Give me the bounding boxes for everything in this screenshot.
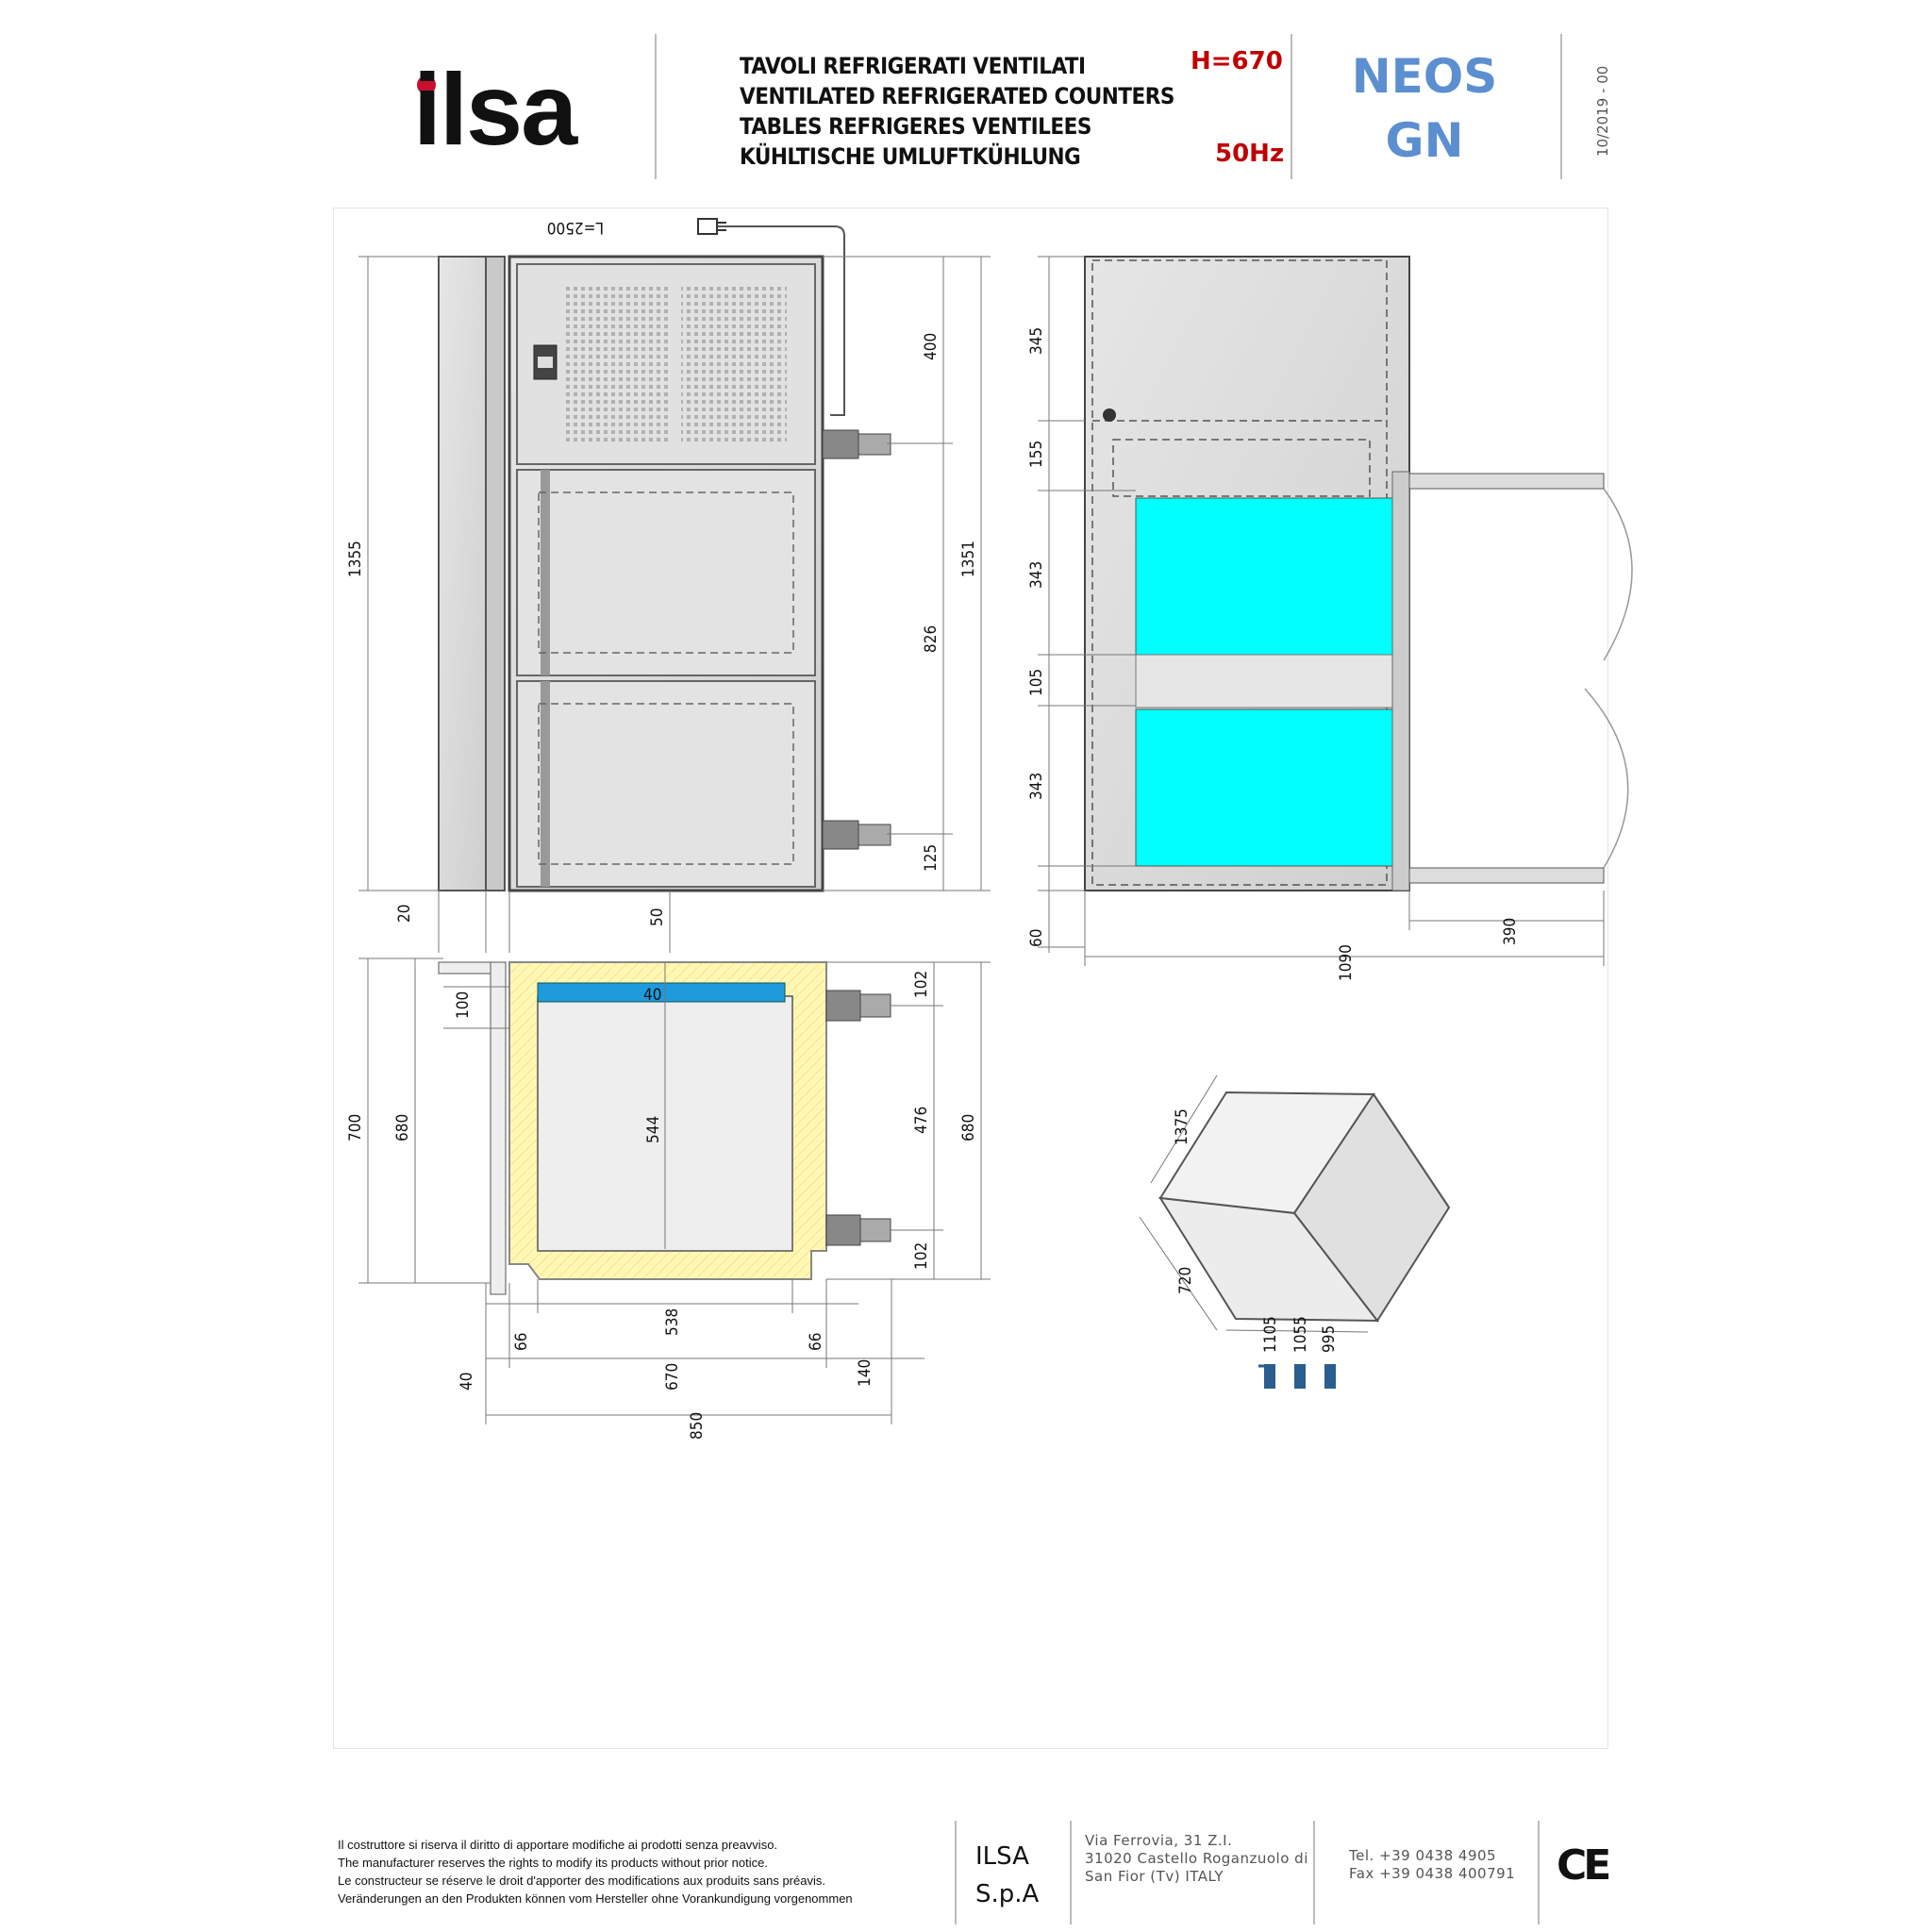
dim-sec-670: 670 (663, 1363, 682, 1391)
dim-sec-100: 100 (454, 991, 473, 1019)
package-icons (1258, 1364, 1336, 1389)
dim-sec-102-top: 102 (912, 971, 931, 998)
header-divider (1291, 34, 1292, 179)
dim-front-bottom: 125 (922, 844, 941, 872)
company-line2: S.p.A (975, 1880, 1040, 1908)
model-name: NEOS (1351, 49, 1498, 104)
dim-front-total-height: 1355 (346, 541, 365, 577)
company-line1: ILSA (975, 1842, 1029, 1871)
disclaimer-en: The manufacturer reserves the rights to … (338, 1856, 768, 1870)
company-name: ILSA S.p.A (975, 1838, 1039, 1913)
dim-iso-w2: 1055 (1291, 1316, 1310, 1353)
title-de: KÜHLTISCHE UMLUFTKÜHLUNG (740, 143, 1081, 170)
dim-sec-102-bottom: 102 (912, 1242, 931, 1270)
dim-front-foot-center: 50 (648, 908, 667, 926)
section-view: 700 680 100 40 544 102 476 102 680 66 53… (346, 958, 991, 1440)
side-view: 345 155 343 105 343 60 1090 390 (1027, 256, 1633, 981)
logo-dot (417, 75, 436, 94)
header-divider (1560, 34, 1562, 179)
ce-mark: CE (1557, 1841, 1611, 1890)
dim-sec-700: 700 (346, 1114, 365, 1141)
disclaimer-de: Veränderungen an den Produkten können vo… (338, 1891, 853, 1906)
footer-divider (1538, 1821, 1540, 1924)
dim-iso-height: 1375 (1173, 1108, 1191, 1145)
dim-sec-66-left: 66 (512, 1333, 531, 1351)
title-it: TAVOLI REFRIGERATI VENTILATI (740, 53, 1086, 79)
dim-side-width: 1090 (1337, 944, 1356, 981)
address-line1: Via Ferrovia, 31 Z.I. (1085, 1832, 1233, 1849)
dim-sec-476: 476 (912, 1107, 931, 1134)
iso-package: 1375 720 1105 1055 995 (1139, 1074, 1451, 1389)
frequency-spec: 50Hz (1215, 140, 1285, 168)
footer-divider (955, 1821, 957, 1924)
address-line2: 31020 Castello Roganzuolo di (1085, 1850, 1308, 1867)
dim-sec-680: 680 (393, 1114, 412, 1141)
footer-divider (1313, 1821, 1315, 1924)
title-en: VENTILATED REFRIGERATED COUNTERS (740, 83, 1174, 109)
dim-iso-depth: 720 (1176, 1267, 1195, 1294)
dim-front-foot-left: 20 (395, 905, 414, 923)
title-fr: TABLES REFRIGERES VENTILEES (740, 113, 1091, 140)
dim-sec-66-right: 66 (807, 1333, 825, 1351)
brand-logo: ilsa (413, 52, 577, 166)
drawing-frame (333, 208, 1608, 1749)
dim-sec-140: 140 (856, 1359, 874, 1387)
dim-front-middle: 826 (922, 625, 941, 653)
model-variant: GN (1385, 113, 1464, 168)
dim-front-top-section: 400 (922, 333, 941, 360)
dim-side-drawer-open: 390 (1501, 918, 1520, 945)
dim-side-bottom: 60 (1027, 929, 1046, 947)
dim-side-gap: 155 (1027, 441, 1046, 468)
disclaimer-it: Il costruttore si riserva il diritto di … (338, 1838, 778, 1852)
dim-iso-w1: 1105 (1261, 1316, 1280, 1353)
dim-sec-850: 850 (688, 1412, 707, 1440)
cable-length-label: L=2500 (547, 218, 604, 237)
dim-sec-40-bottom: 40 (458, 1373, 476, 1391)
disclaimer-fr: Le constructeur se réserve le droit d'ap… (338, 1874, 825, 1888)
fax: Fax +39 0438 400791 (1349, 1865, 1516, 1882)
dim-sec-538: 538 (663, 1308, 682, 1336)
dim-side-top: 345 (1027, 327, 1046, 355)
dim-iso-w3: 995 (1320, 1325, 1339, 1353)
header-divider (655, 34, 657, 179)
address-line3: San Fior (Tv) ITALY (1085, 1868, 1224, 1885)
dim-front-height-right: 1351 (959, 541, 978, 577)
dim-side-drawer2: 343 (1027, 773, 1046, 800)
footer-divider (1070, 1821, 1072, 1924)
dim-sec-40: 40 (643, 986, 661, 1005)
disclaimer: Il costruttore si riserva il diritto di … (338, 1836, 853, 1907)
contact-numbers: Tel. +39 0438 4905 Fax +39 0438 400791 (1349, 1847, 1515, 1883)
dim-side-mid: 105 (1027, 669, 1046, 696)
dim-sec-544: 544 (644, 1116, 663, 1143)
company-address: Via Ferrovia, 31 Z.I. 31020 Castello Rog… (1085, 1832, 1308, 1886)
dim-sec-680-right: 680 (959, 1114, 978, 1141)
height-spec: H=670 (1191, 47, 1283, 75)
dim-side-drawer1: 343 (1027, 561, 1046, 589)
front-view: L=2500 1355 1351 400 826 125 20 50 (346, 218, 991, 953)
telephone: Tel. +39 0438 4905 (1349, 1847, 1497, 1864)
product-titles: TAVOLI REFRIGERATI VENTILATI VENTILATED … (740, 51, 1174, 172)
